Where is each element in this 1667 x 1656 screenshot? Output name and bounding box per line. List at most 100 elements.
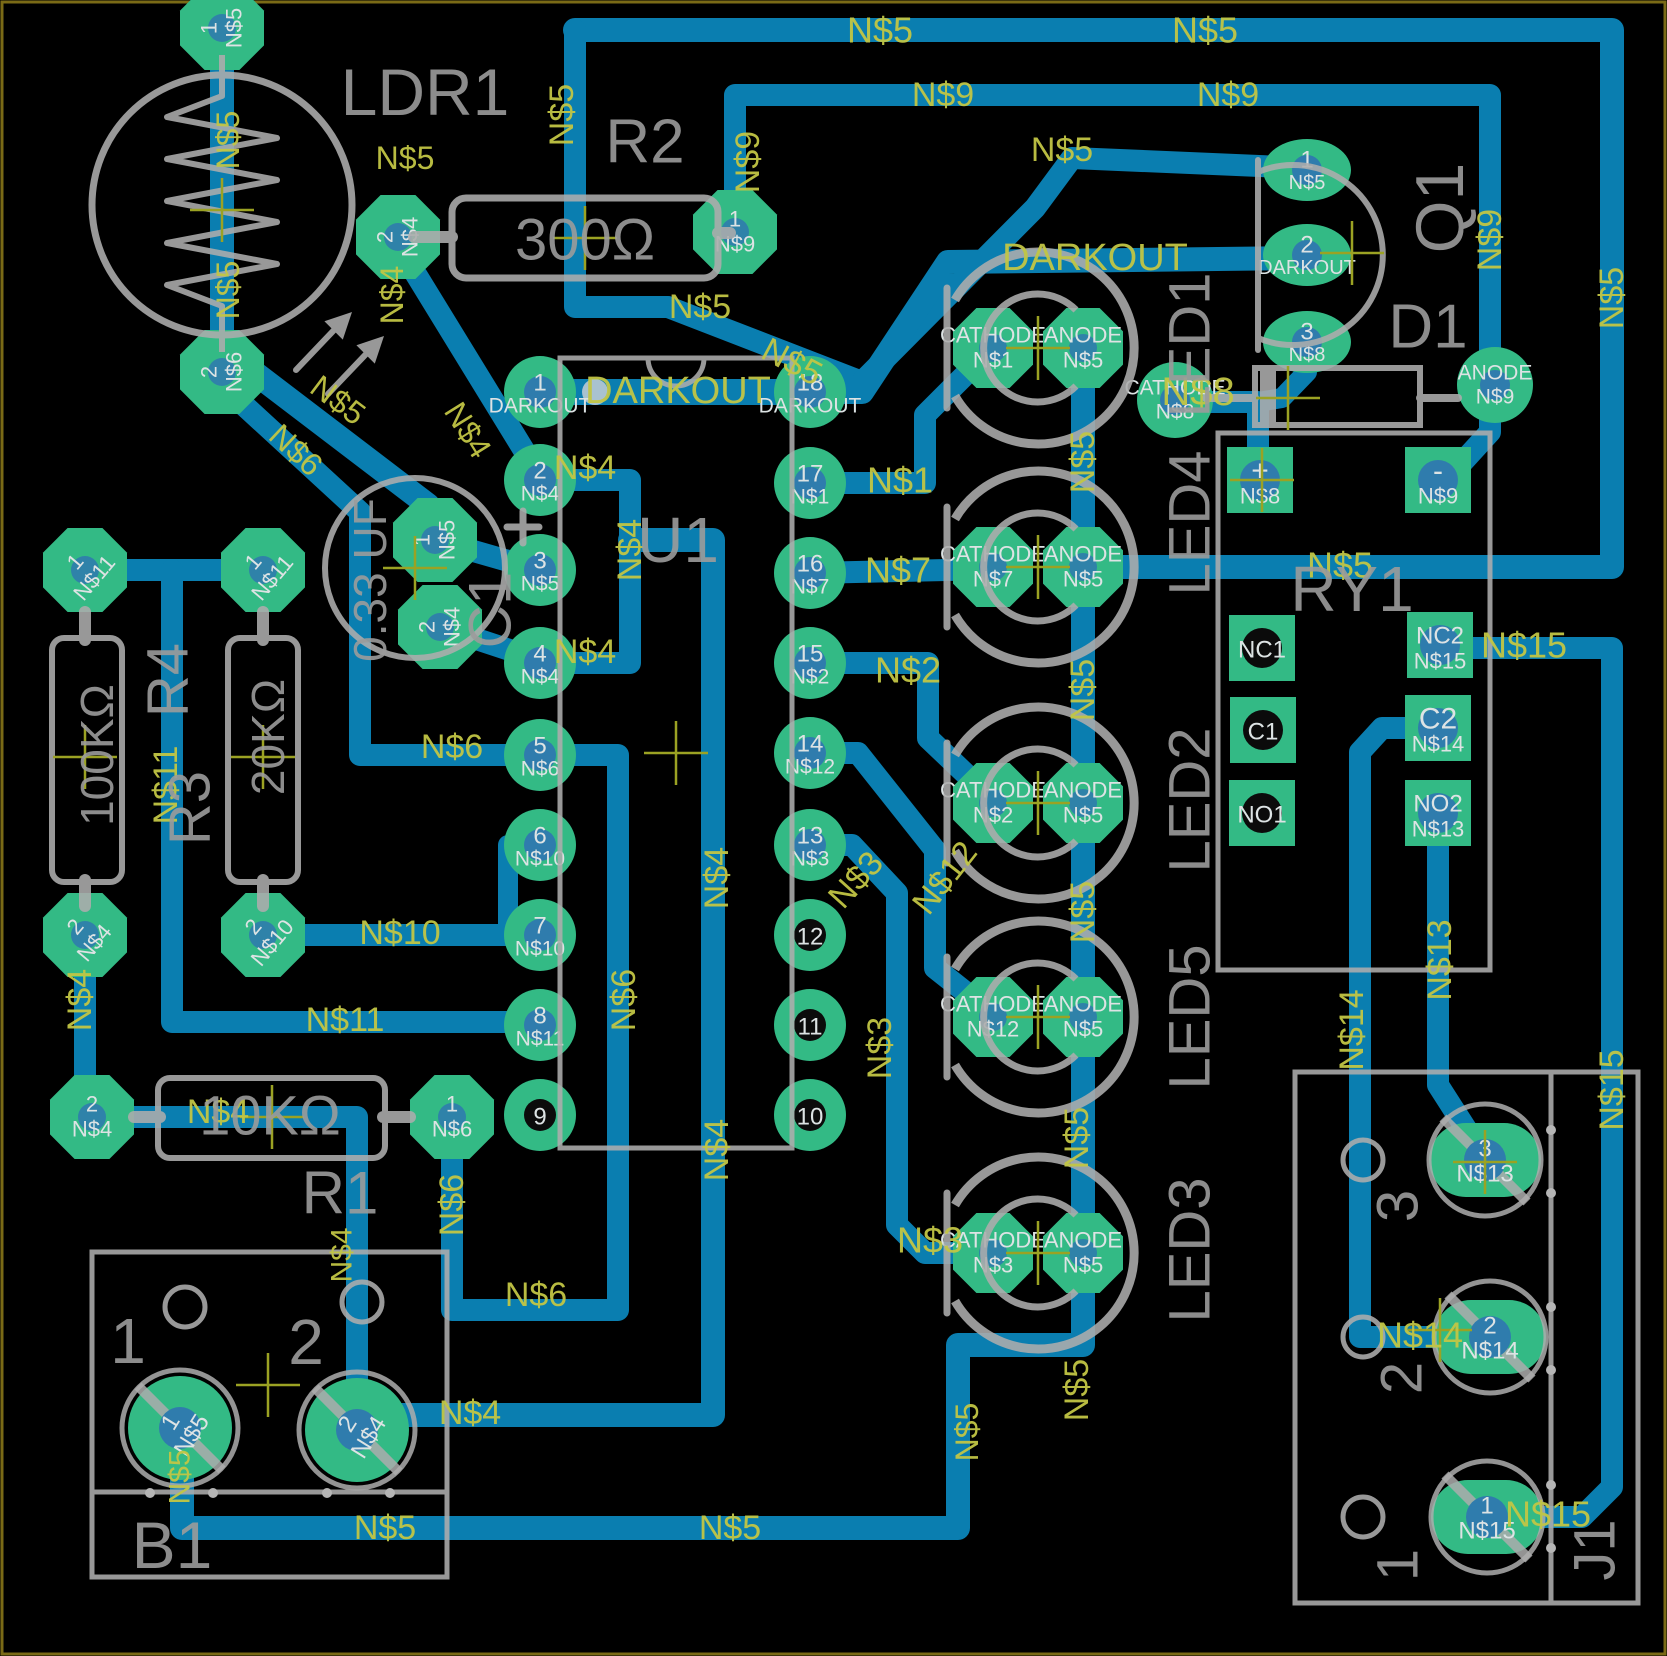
- pad-square[interactable]: C1: [1230, 697, 1296, 763]
- led2-outer: [951, 702, 1139, 904]
- trace-N$14[interactable]: [1349, 717, 1501, 1348]
- trace-N$9[interactable]: [724, 84, 1501, 399]
- pad-connector[interactable]: 2N$14: [1431, 1278, 1549, 1396]
- pad-square[interactable]: C2N$14: [1405, 695, 1471, 761]
- origin-cross: [1006, 771, 1070, 835]
- pad-dip-pin[interactable]: 10: [774, 1079, 846, 1151]
- pad-connector[interactable]: 1N$15: [1428, 1458, 1546, 1576]
- net-label: N$15: [1505, 1494, 1591, 1535]
- pad-square[interactable]: NO1: [1229, 780, 1295, 846]
- pad-octagon[interactable]: 2N$10: [221, 893, 305, 977]
- net-label: N$5: [1064, 431, 1102, 493]
- pad-number: 2: [197, 366, 222, 378]
- pad-oval[interactable]: 1N$5: [1263, 139, 1351, 201]
- trace-N$4[interactable]: [345, 528, 725, 1427]
- pad-dip-pin[interactable]: 5N$6: [504, 719, 576, 791]
- net-label: N$7: [865, 550, 931, 591]
- pad-square[interactable]: NC1: [1229, 615, 1295, 681]
- pad-net: N$12: [967, 1017, 1020, 1042]
- trace-N$6[interactable]: [441, 744, 629, 1321]
- net-label: N$4: [326, 1227, 359, 1282]
- b1-hole-mark: [162, 1284, 208, 1330]
- pad-connector[interactable]: 1N$5: [119, 1367, 241, 1489]
- pad-dip-pin[interactable]: 12: [774, 899, 846, 971]
- origin-cross: [53, 725, 117, 789]
- pad-octagon[interactable]: 1N$11: [221, 528, 305, 612]
- pad-number: 9: [533, 1104, 546, 1131]
- pad-number: ANODE: [1044, 778, 1122, 803]
- trace-N$5[interactable]: [170, 336, 1095, 1540]
- pad-number: ANODE: [1044, 542, 1122, 567]
- pad-dip-pin[interactable]: 7N$10: [504, 899, 576, 971]
- pad-net: N$5: [222, 8, 247, 48]
- ldr1-arrow-head: [324, 312, 352, 340]
- b1-dot: [145, 1488, 155, 1498]
- trace-N$4[interactable]: [529, 469, 641, 674]
- trace-N$4[interactable]: [81, 1106, 368, 1426]
- pad-net: N$10: [515, 938, 565, 961]
- j1-dot: [1546, 1365, 1556, 1375]
- pad-net: N$5: [435, 520, 460, 560]
- net-label: N$4: [374, 266, 410, 325]
- trace-N$2[interactable]: [799, 652, 1004, 811]
- pad-net: N$6: [222, 352, 247, 392]
- trace-N$5[interactable]: [564, 19, 873, 393]
- pad-octagon[interactable]: 2N$4: [356, 195, 440, 279]
- pad-net: DARKOUT: [759, 395, 862, 418]
- pad-octagon[interactable]: 1N$6: [410, 1075, 494, 1159]
- pad-number: 1: [1480, 1493, 1493, 1520]
- pad-dip-pin[interactable]: 11: [774, 989, 846, 1061]
- pad-number: 11: [798, 1014, 823, 1041]
- pad-dip-pin[interactable]: 16N$7: [774, 537, 846, 609]
- pad-square[interactable]: -N$9: [1405, 447, 1471, 513]
- q1-body-arc: [1256, 162, 1386, 348]
- net-label: N$10: [359, 914, 440, 952]
- trace-N$6[interactable]: [211, 374, 551, 766]
- trace-N$11[interactable]: [161, 559, 551, 1033]
- pad-octagon[interactable]: 1N$11: [43, 528, 127, 612]
- pad-dip-pin[interactable]: 17N$1: [774, 447, 846, 519]
- pad-dip-pin[interactable]: 9: [504, 1079, 576, 1151]
- pad-dip-pin[interactable]: 15N$2: [774, 627, 846, 699]
- pad-dip-pin[interactable]: 6N$10: [504, 809, 576, 881]
- pad-octagon[interactable]: 2N$4: [43, 893, 127, 977]
- j1-dot: [1546, 1188, 1556, 1198]
- ref-label: LDR1: [341, 55, 510, 129]
- pad-connector[interactable]: 2N$4: [296, 1369, 418, 1491]
- pad-dip-pin[interactable]: 8N$11: [504, 989, 576, 1061]
- pad-number: ANODE: [1458, 362, 1533, 385]
- pad-number: 2: [1300, 232, 1313, 259]
- pad-octagon[interactable]: 2N$4: [50, 1075, 134, 1159]
- u1-notch: [645, 357, 707, 389]
- trace-N$5[interactable]: [563, 18, 1624, 579]
- ref-label: D1: [1388, 293, 1467, 362]
- net-label: N$5: [1064, 881, 1102, 943]
- pad-dip-pin[interactable]: 13N$3: [774, 809, 846, 881]
- via[interactable]: [582, 379, 608, 405]
- pad-number: ANODE: [1044, 992, 1122, 1017]
- pad-dip-pin[interactable]: 14N$12: [774, 717, 846, 789]
